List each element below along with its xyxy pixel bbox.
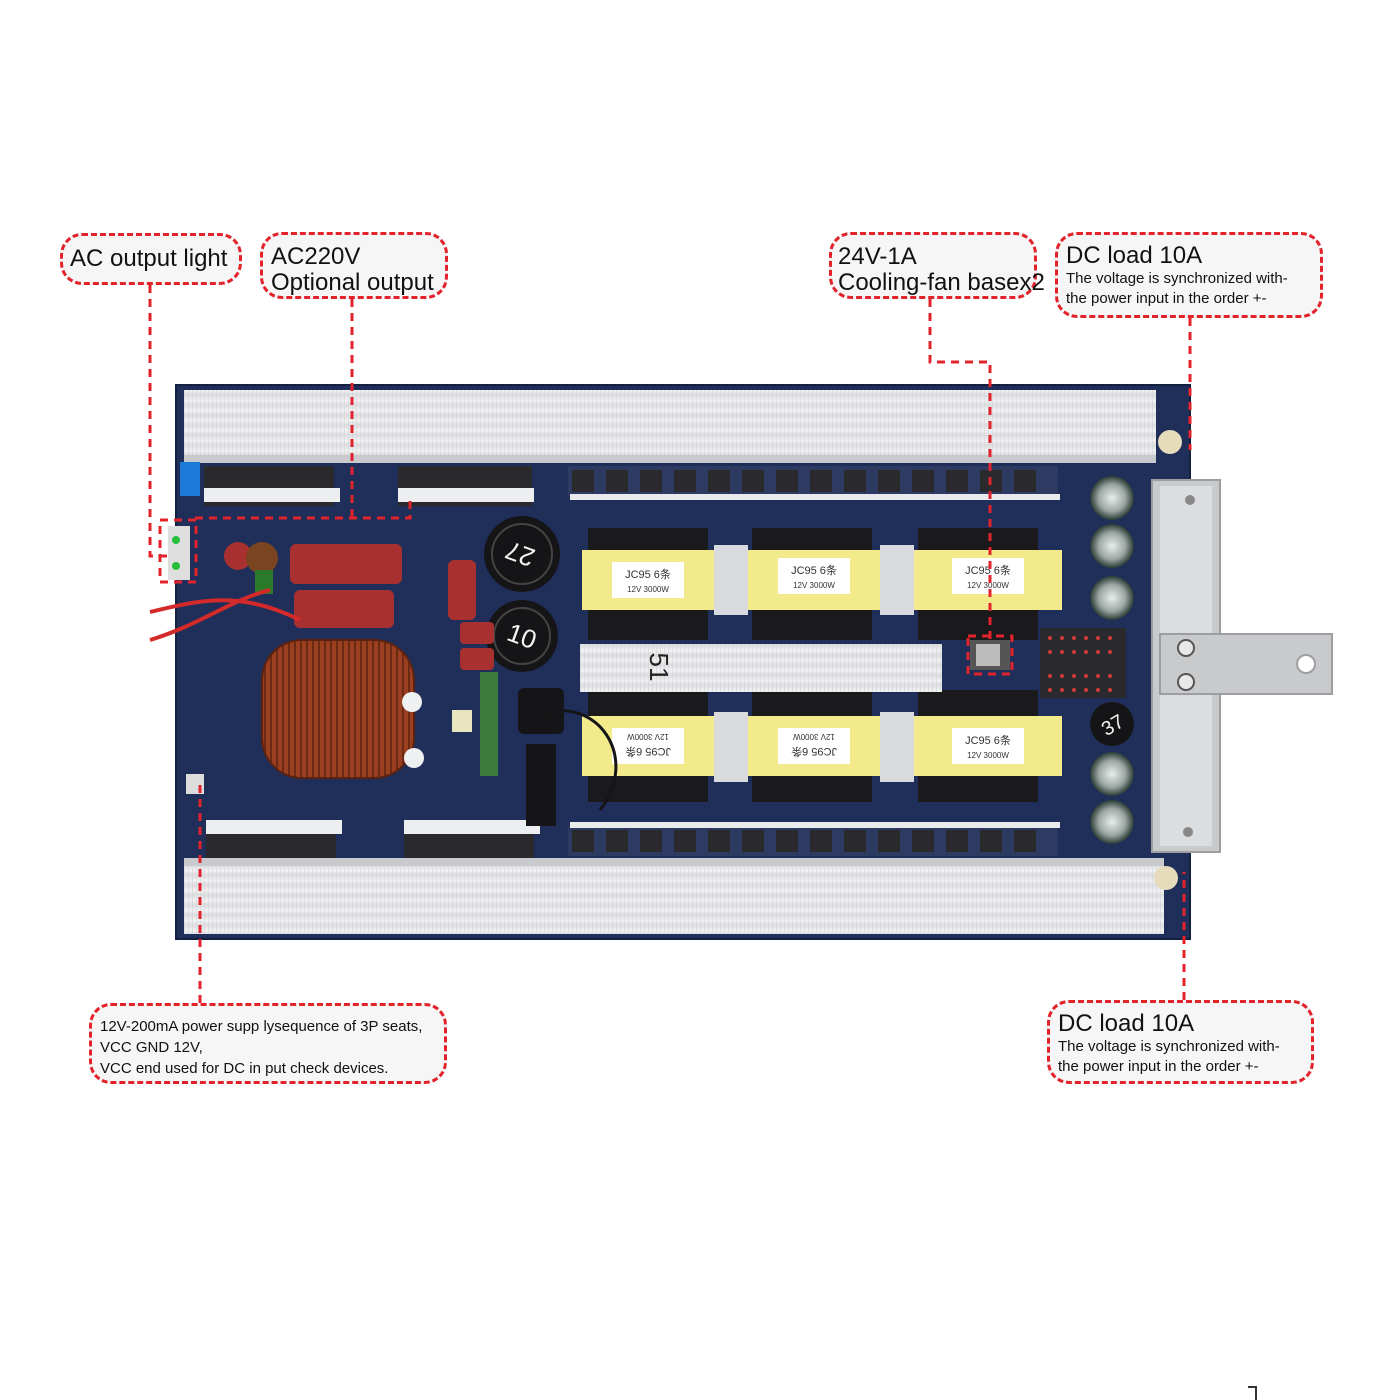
callout-line-1: AC220V [271,243,361,270]
transformer-rating: 12V 3000W [627,732,669,741]
leader-lines [148,285,1192,1003]
callout-line-1: 24V-1A [838,243,917,270]
callout-desc-2: the power input in the order +- [1066,290,1267,307]
callout-ac-output-light: AC output light [60,233,242,285]
transformer-rating: 12V 3000W [793,581,835,590]
callout-dc-load-top: DC load 10A The voltage is synchronized … [1055,232,1323,318]
film-capacitor [290,544,402,584]
red-wires [149,598,301,622]
transformer-label: JC95 6条 [791,745,837,759]
heatsink-label: 51 [644,653,674,682]
center-heatsink [580,644,942,692]
callout-line-2: Optional output [271,269,434,296]
transformer-top-1: JC95 6条 12V 3000W [582,545,748,615]
transformer-label: JC95 6条 [625,567,671,581]
capacitor-column-top [1090,476,1134,620]
transformer-bottom-2: JC95 6条 12V 3000W [748,712,914,782]
mosfet-row-top [568,466,1058,496]
callout-dc-load-bottom: DC load 10A The voltage is synchronized … [1047,1000,1314,1084]
callout-desc-1: The voltage is synchronized with- [1058,1038,1280,1055]
callout-line-1: 12V-200mA power supp lysequence of 3P se… [100,1018,423,1035]
capacitor-column-bottom: 37 [1090,702,1134,844]
transformer-rating: 12V 3000W [967,751,1009,760]
transformer-label: JC95 6条 [625,745,671,759]
mosfet-row-bottom [568,826,1058,856]
toroid-inductor [261,639,415,779]
callout-line-2: VCC GND 12V, [100,1039,203,1056]
callout-cooling-fan: 24V-1A Cooling-fan basex2 [829,232,1045,299]
film-capacitor [294,590,394,628]
capacitor-10: 10 [486,600,558,672]
capacitor-27: 27 [484,516,560,592]
callout-desc-2: the power input in the order +- [1058,1058,1259,1075]
transformer-bottom-1: JC95 6条 12V 3000W [582,712,748,782]
callout-line-3: VCC end used for DC in put check devices… [100,1060,389,1077]
callout-title: DC load 10A [1066,242,1203,269]
header-pins [1040,628,1126,698]
transformer-rating: 12V 3000W [627,585,669,594]
heatsink-top [184,390,1156,462]
transformer-top-2: JC95 6条 12V 3000W [748,545,914,615]
dc-terminal-bracket [1151,479,1333,853]
transformer-label: JC95 6条 [791,563,837,577]
callout-power-supply: 12V-200mA power supp lysequence of 3P se… [89,1003,447,1084]
callout-title: AC output light [70,245,228,272]
transformer-bottom-3: JC95 6条 12V 3000W [914,716,1062,776]
transformer-label: JC95 6条 [965,563,1011,577]
callout-desc-1: The voltage is synchronized with- [1066,270,1288,287]
callout-title: DC load 10A [1058,1010,1195,1037]
callout-ac220v-output: AC220V Optional output [260,232,448,299]
corner-mark [1248,1386,1257,1400]
callout-line-2: Cooling-fan basex2 [838,269,1045,296]
transformer-rating: 12V 3000W [967,581,1009,590]
transformer-label: JC95 6条 [965,733,1011,747]
transformer-top-3: JC95 6条 12V 3000W [914,550,1062,610]
transformer-rating: 12V 3000W [793,732,835,741]
heatsink-bottom [184,862,1164,934]
